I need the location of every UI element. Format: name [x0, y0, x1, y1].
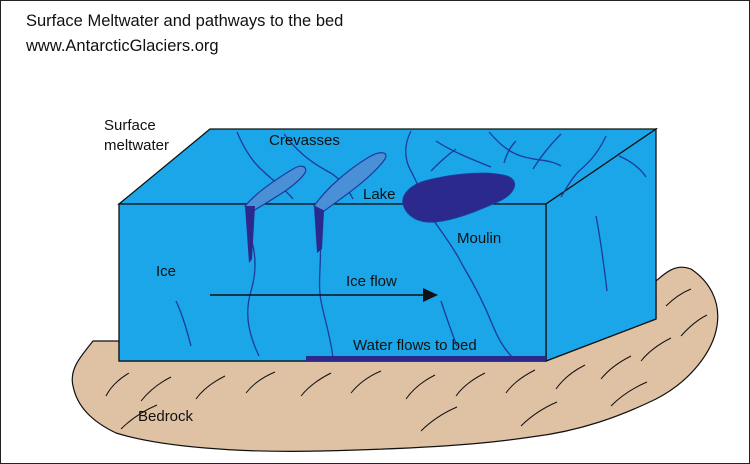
- diagram-title: Surface Meltwater and pathways to the be…: [26, 12, 344, 30]
- crevasse-right: [313, 152, 387, 212]
- surface-lake: [402, 172, 516, 223]
- label-moulin: Moulin: [457, 230, 502, 247]
- website-credit: www.AntarcticGlaciers.org: [26, 37, 219, 55]
- crevasse-water-left: [245, 206, 255, 263]
- label-ice-flow: Ice flow: [346, 273, 397, 290]
- bed-water-layer: [306, 356, 546, 361]
- crevasses: [244, 152, 387, 212]
- ice-crack-lines: [175, 130, 647, 359]
- label-water-flows-to-bed: Water flows to bed: [353, 337, 477, 354]
- bedrock-shape: [71, 266, 719, 452]
- ice-flow-arrow: [210, 288, 438, 302]
- label-crevasses: Crevasses: [269, 132, 340, 149]
- label-surface: Surface: [104, 117, 156, 134]
- ice-front-face: [118, 203, 547, 362]
- label-lake: Lake: [363, 186, 396, 203]
- label-bedrock: Bedrock: [138, 408, 194, 425]
- crevasse-left: [244, 165, 307, 212]
- bedrock-hatching: [105, 288, 708, 432]
- label-ice: Ice: [156, 263, 177, 280]
- label-meltwater: meltwater: [104, 137, 170, 154]
- crevasse-water-right: [314, 206, 324, 253]
